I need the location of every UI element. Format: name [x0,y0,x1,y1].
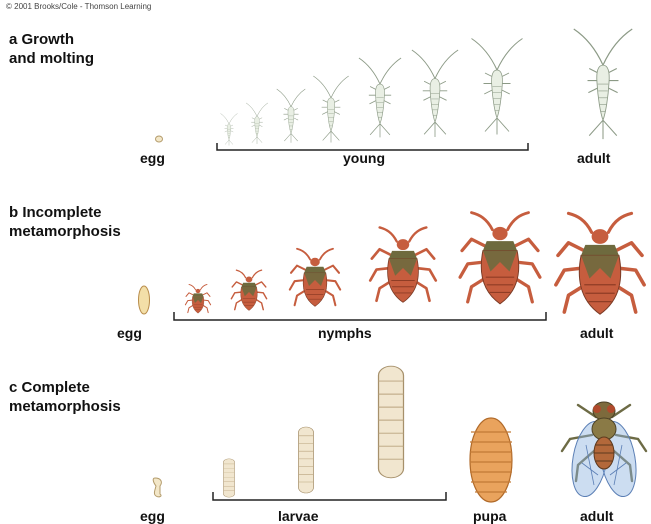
silverfish-young-7 [472,39,523,135]
silverfish-young-4 [313,76,348,143]
nymph-2 [231,270,266,310]
bug-adult [556,213,644,314]
fly-adult [562,402,646,499]
bug-egg [139,286,150,314]
larvae-bracket [213,492,446,500]
nymph-4 [370,227,436,302]
silverfish-adult [574,29,632,139]
silverfish-egg [156,136,163,142]
nymphs-bracket [174,312,546,320]
nymph-1 [185,284,210,313]
silverfish-young-2 [246,103,268,144]
nymph-3 [290,249,340,307]
silverfish-young-1 [221,114,238,146]
nymph-5 [460,213,540,304]
young-bracket [217,143,528,150]
silverfish-young-3 [277,89,306,143]
pupa [470,418,512,502]
fly-egg [153,478,161,497]
silverfish-young-6 [412,50,458,137]
larva-2 [299,427,314,493]
silverfish-young-5 [359,58,401,137]
larva-1 [224,459,235,497]
larva-3 [379,366,404,478]
